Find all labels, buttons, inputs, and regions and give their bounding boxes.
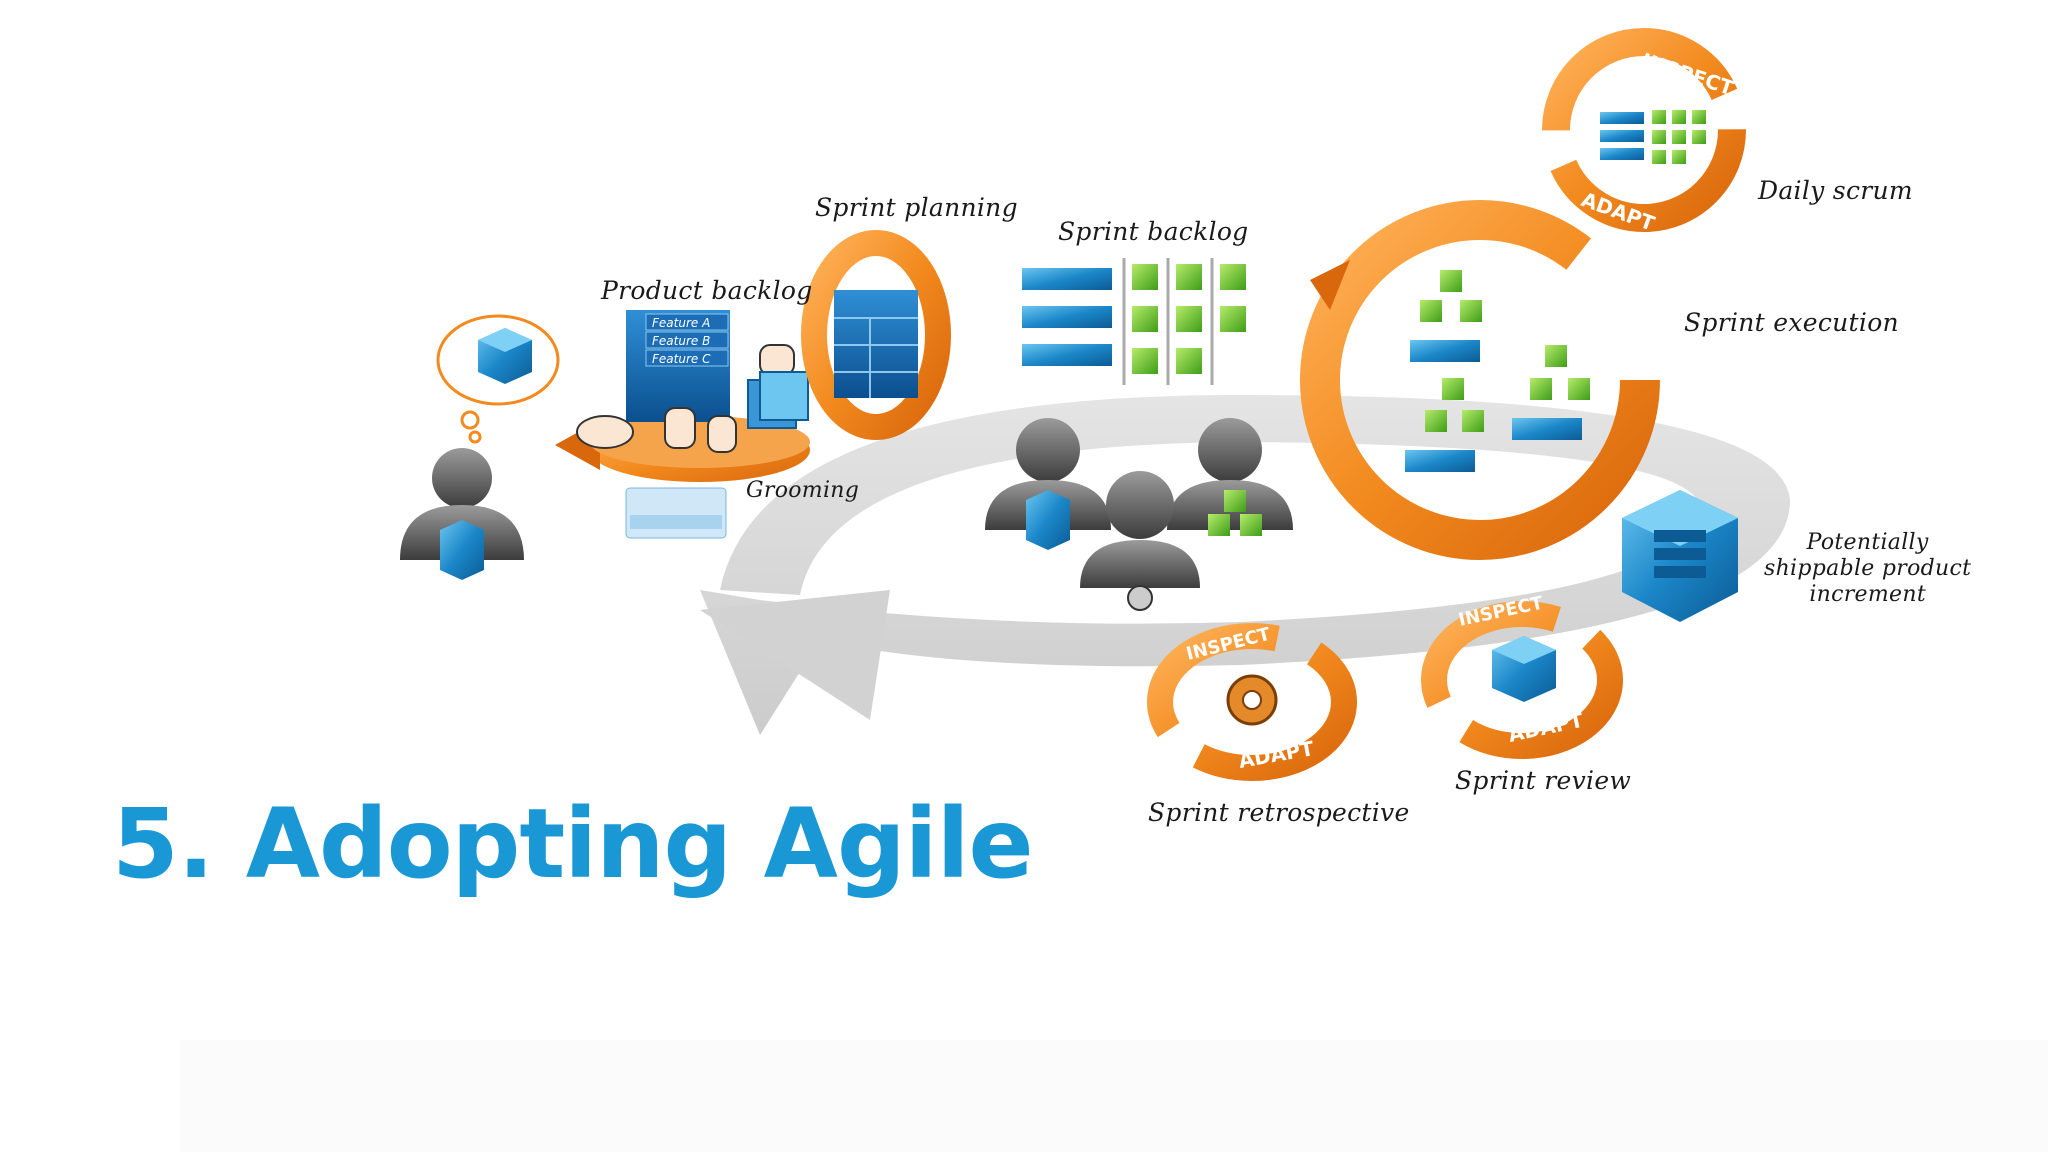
potentially-shippable-label: Potentially shippable product increment — [1764, 530, 1972, 607]
sprint-retrospective-label: Sprint retrospective — [1148, 798, 1410, 827]
grooming-label: Grooming — [746, 478, 860, 503]
scrum-team-icons — [985, 418, 1293, 611]
product-backlog-label: Product backlog — [601, 276, 813, 305]
feature-b-label: Feature B — [652, 334, 710, 348]
slide-title: 5. Adopting Agile — [112, 788, 1034, 900]
sprint-review-label: Sprint review — [1455, 766, 1632, 795]
shippable-increment-cube — [1622, 490, 1738, 622]
sprint-backlog-label: Sprint backlog — [1058, 217, 1249, 246]
gear-icon — [1226, 674, 1278, 726]
product-backlog-stack: Feature A Feature B Feature C — [625, 310, 730, 539]
sprint-cycle-track — [700, 395, 1790, 735]
sprint-execution-label: Sprint execution — [1684, 308, 1899, 337]
sprint-planning-loop — [801, 230, 951, 440]
feature-a-label: Feature A — [652, 316, 710, 330]
feature-c-label: Feature C — [652, 352, 711, 366]
daily-scrum-label: Daily scrum — [1758, 176, 1913, 205]
daily-scrum-loop: INSPECT ADAPT — [1542, 28, 1746, 236]
sprint-planning-label: Sprint planning — [815, 193, 1018, 222]
grooming-hands — [576, 344, 809, 453]
sprint-backlog-grid — [1022, 258, 1246, 385]
product-owner-icon — [400, 448, 524, 580]
sprint-retrospective-loop: INSPECT ADAPT — [1147, 623, 1357, 781]
product-owner-thought — [436, 314, 560, 444]
slide-bottom-band — [180, 1040, 2048, 1152]
sprint-review-loop: INSPECT ADAPT — [1421, 592, 1623, 759]
sprint-execution-loop — [1300, 200, 1660, 560]
